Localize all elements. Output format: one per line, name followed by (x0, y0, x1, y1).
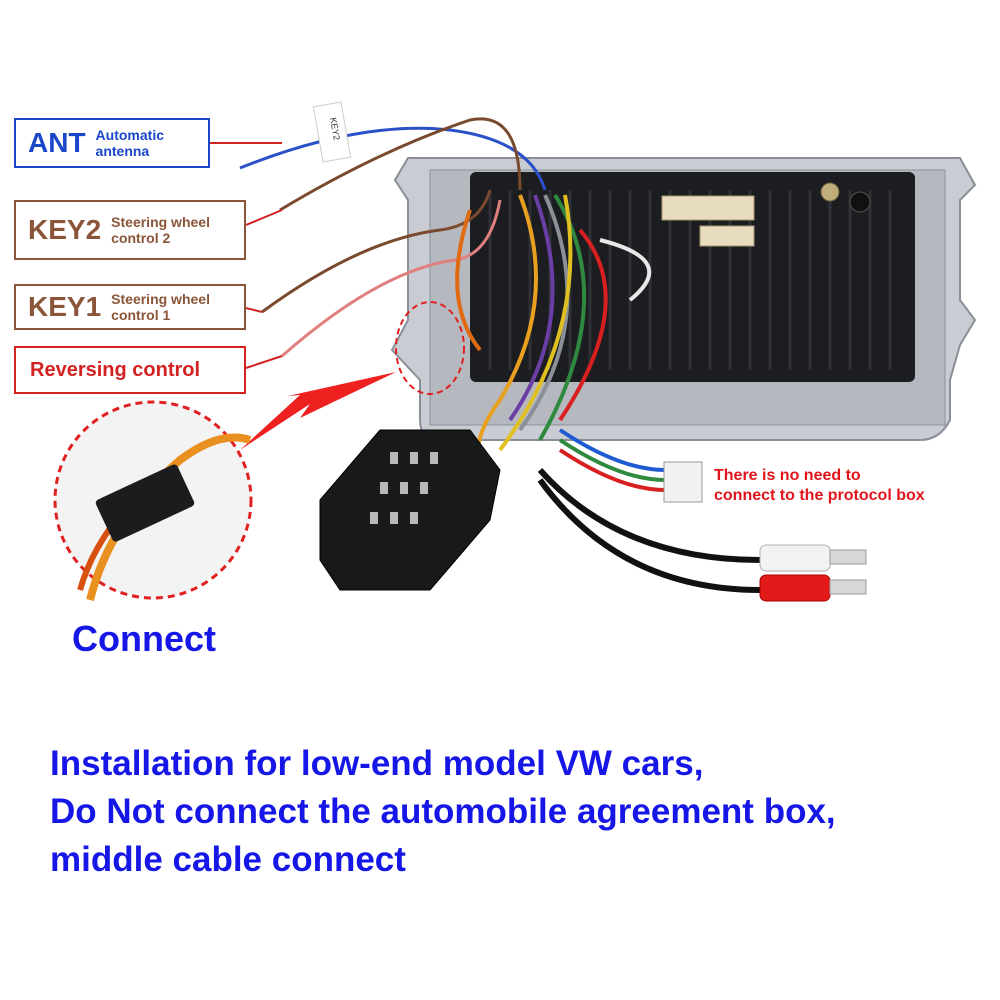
installation-line1: Installation for low-end model VW cars, (50, 744, 704, 783)
callout-key2: KEY2 Steering wheel control 2 (14, 200, 246, 260)
harness-wires (455, 193, 761, 593)
wire-tag-key2-text: KEY2 (328, 117, 342, 141)
protocol-box-note: There is no need to connect to the proto… (714, 466, 925, 506)
wire-tag-key2 (312, 101, 352, 163)
key2-desc-line1: Steering wheel (111, 214, 210, 230)
installation-line2: Do Not connect the automobile agreement … (50, 792, 836, 831)
callout-reversing: Reversing control (14, 346, 246, 394)
antenna-socket (820, 182, 840, 202)
key2-desc-line2: control 2 (111, 230, 171, 246)
callout-ant: ANT Automatic antenna (14, 118, 210, 168)
head-unit (390, 157, 977, 441)
protocol-box-plug (663, 461, 703, 503)
key1-code: KEY1 (28, 291, 102, 322)
note-line1: There is no need to (714, 467, 861, 484)
iso-connector (319, 429, 501, 591)
ant-desc: Automatic antenna (96, 127, 164, 159)
callout-wires (210, 117, 547, 369)
installation-text: Installation for low-end model VW cars, … (50, 740, 836, 884)
ant-desc-line2: antenna (95, 143, 150, 159)
ant-desc-line1: Automatic (95, 127, 164, 143)
installation-line3: middle cable connect (50, 840, 406, 879)
key2-code: KEY2 (28, 214, 102, 245)
ant-code: ANT (28, 127, 86, 158)
zoom-connector (77, 433, 252, 601)
note-line2: connect to the protocol box (714, 487, 925, 504)
key1-desc-line2: control 1 (111, 307, 171, 323)
highlight-ellipse (395, 301, 465, 395)
reversing-label: Reversing control (30, 358, 201, 381)
rca-plugs (759, 544, 867, 602)
key2-desc: Steering wheel control 2 (111, 214, 210, 246)
connector-block (661, 195, 755, 221)
key1-desc-line1: Steering wheel (111, 291, 210, 307)
key1-desc: Steering wheel control 1 (111, 291, 210, 323)
connect-label: Connect (72, 618, 216, 659)
callout-key1: KEY1 Steering wheel control 1 (14, 284, 246, 330)
